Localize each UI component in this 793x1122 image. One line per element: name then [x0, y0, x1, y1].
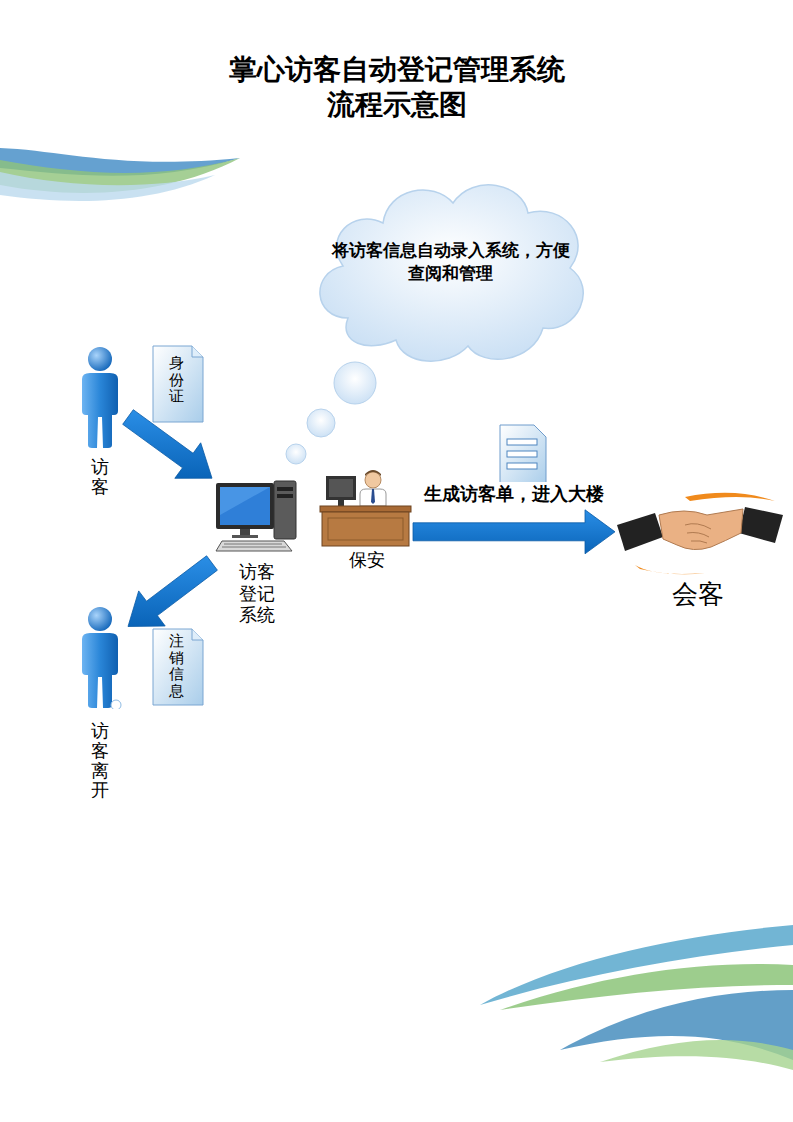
node-label: 访客登记系统	[239, 561, 275, 626]
node-label: 身份证	[169, 355, 184, 405]
flow-arrow	[128, 556, 217, 627]
node-label: 保安	[347, 548, 387, 572]
flow-node: 访客登记系统	[212, 475, 302, 635]
node-label: 访客	[91, 457, 109, 497]
flow-node: 访客	[72, 345, 128, 505]
flow-node: 保安	[318, 468, 413, 578]
edge-label: 生成访客单，进入大楼	[422, 482, 606, 506]
flow-node: 将访客信息自动录入系统，方便查阅和管理	[308, 168, 593, 368]
flow-node: 身份证	[152, 345, 204, 423]
computer-icon	[212, 475, 302, 555]
title-box: 掌心访客自动登记管理系统 流程示意图	[0, 52, 793, 122]
node-label: 访客离开	[91, 721, 109, 800]
title-text: 掌心访客自动登记管理系统 流程示意图	[224, 52, 569, 122]
handshake-icon	[615, 485, 785, 575]
security-desk-icon	[318, 468, 413, 548]
person-icon	[72, 605, 128, 709]
flow-node: 会客	[615, 485, 785, 615]
flow-node: 注销信息	[152, 628, 204, 706]
flow-arrow	[413, 510, 615, 554]
node-label: 将访客信息自动录入系统，方便查阅和管理	[326, 239, 576, 285]
node-label: 注销信息	[169, 633, 184, 699]
flow-node: 访客离开	[72, 605, 128, 820]
person-icon	[72, 345, 128, 449]
node-label: 会客	[668, 577, 728, 612]
